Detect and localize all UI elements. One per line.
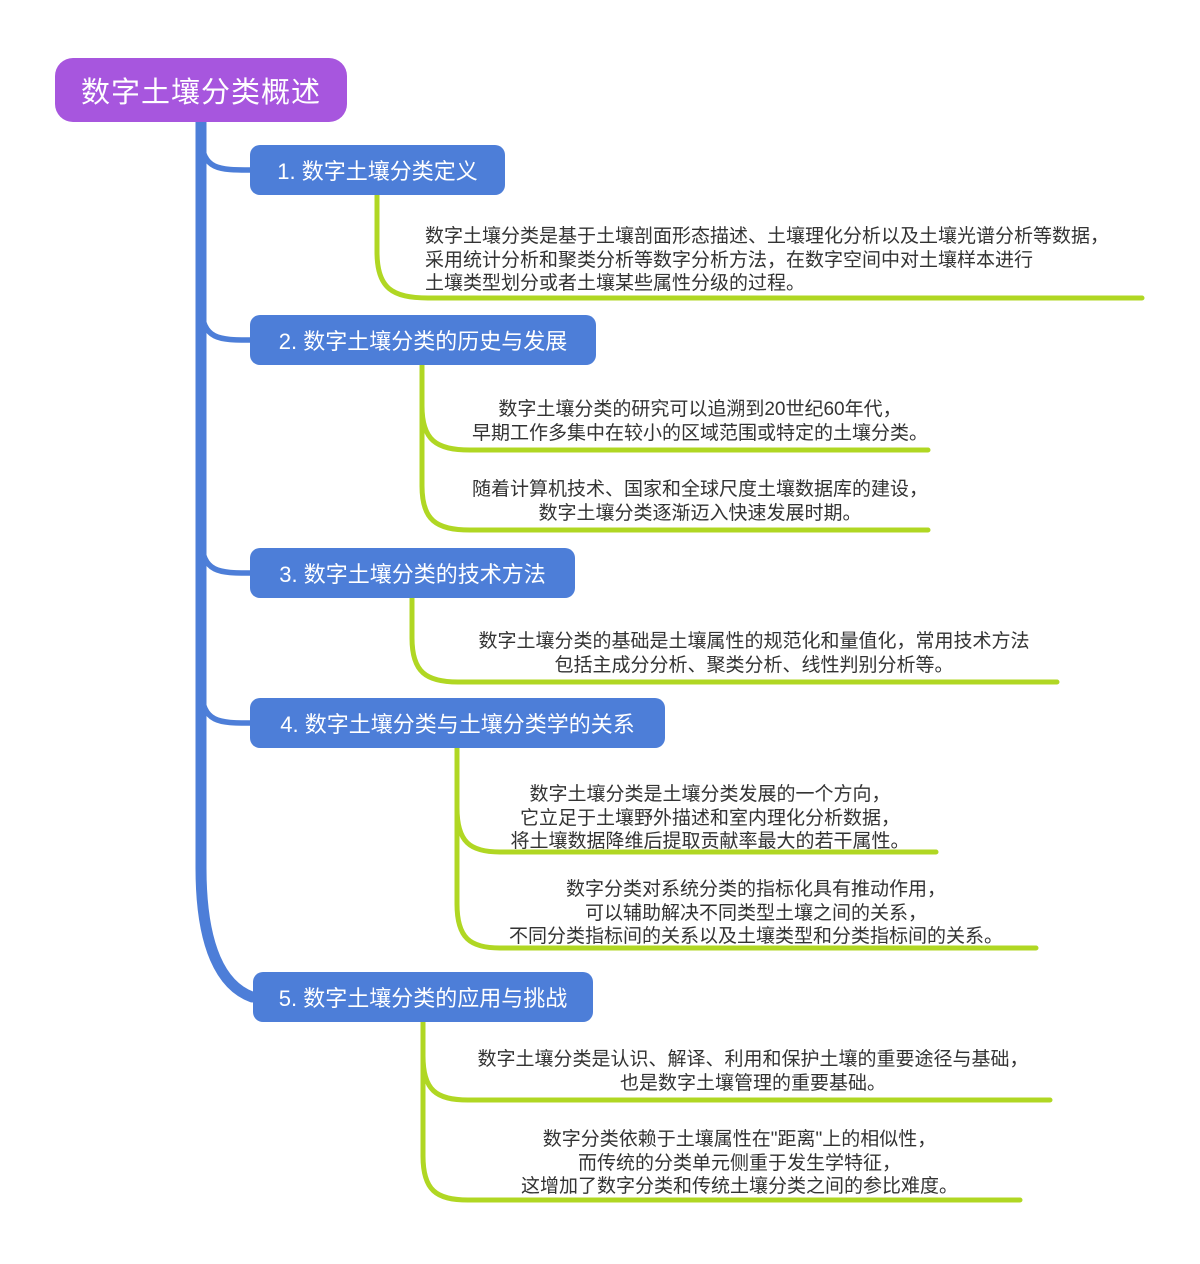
leaf-line-3-1: [409, 593, 1060, 685]
branch-topic-5[interactable]: 5. 数字土壤分类的应用与挑战: [253, 972, 593, 1022]
branch-line-4: [198, 686, 255, 726]
branch-topic-3[interactable]: 3. 数字土壤分类的技术方法: [250, 548, 575, 598]
branch-line-1: [198, 135, 255, 173]
leaf-topic-2-1[interactable]: 数字土壤分类的研究可以追溯到20世纪60年代， 早期工作多集中在较小的区域范围或…: [471, 399, 928, 444]
leaf-topic-1-1[interactable]: 数字土壤分类是基于土壤剖面形态描述、土壤理化分析以及土壤光谱分析等数据， 采用统…: [425, 226, 1110, 294]
branch-topic-2[interactable]: 2. 数字土壤分类的历史与发展: [250, 315, 596, 365]
leaf-line-1-1: [374, 190, 1145, 301]
leaf-topic-3-1[interactable]: 数字土壤分类的基础是土壤属性的规范化和量值化，常用技术方法 包括主成分分析、聚类…: [478, 631, 1030, 676]
branch-line-2: [198, 303, 255, 343]
branch-topic-4[interactable]: 4. 数字土壤分类与土壤分类学的关系: [250, 698, 665, 748]
branch-topic-1[interactable]: 1. 数字土壤分类定义: [250, 145, 505, 195]
leaf-line-4-2: [454, 743, 1039, 951]
trunk-line: [195, 112, 258, 1003]
leaf-topic-5-2[interactable]: 数字分类依赖于土壤属性在"距离"上的相似性， 而传统的分类单元侧重于发生学特征，…: [520, 1129, 958, 1197]
leaf-line-2-2: [419, 360, 931, 533]
branch-line-3: [198, 536, 255, 576]
leaf-topic-2-2[interactable]: 随着计算机技术、国家和全球尺度土壤数据库的建设， 数字土壤分类逐渐迈入快速发展时…: [471, 479, 928, 524]
leaf-line-5-2: [420, 1017, 1023, 1203]
leaf-topic-4-1[interactable]: 数字土壤分类是土壤分类发展的一个方向， 它立足于土壤野外描述和室内理化分析数据，…: [510, 784, 910, 852]
leaf-topic-4-2[interactable]: 数字分类对系统分类的指标化具有推动作用， 可以辅助解决不同类型土壤之间的关系， …: [508, 879, 1003, 947]
root-topic[interactable]: 数字土壤分类概述: [55, 58, 347, 122]
leaf-topic-5-1[interactable]: 数字土壤分类是认识、解译、利用和保护土壤的重要途径与基础， 也是数字土壤管理的重…: [477, 1049, 1029, 1094]
